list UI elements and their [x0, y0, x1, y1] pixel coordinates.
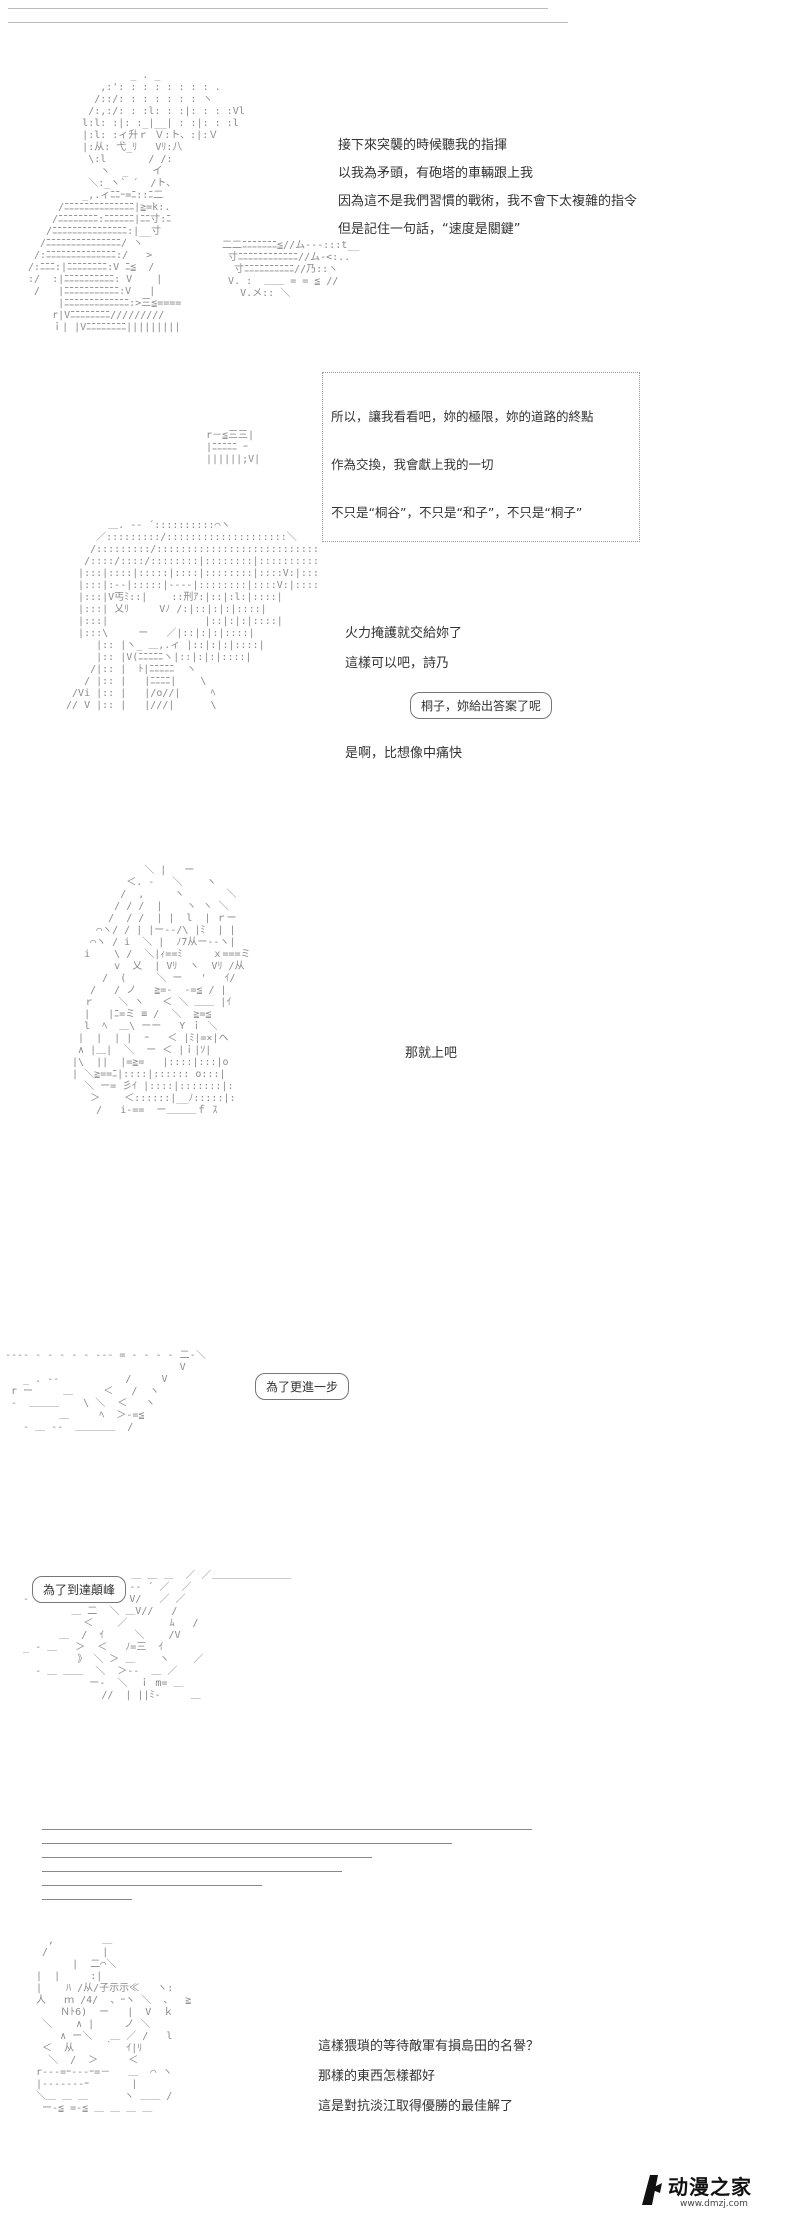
ascii-art-panel-4: -‐‐- ‐ ‐ - - - -‐‐ = - - - - 二-＼ V _ . -…	[5, 1350, 206, 1433]
panel1-box-line-2: 作為交換，我會獻上我的一切	[331, 457, 494, 472]
panel7-line-3: 這是對抗淡江取得優勝的最佳解了	[318, 2099, 514, 2114]
speed-line-2	[42, 1843, 452, 1844]
panel2-line-2: 這樣可以吧，詩乃	[345, 656, 450, 671]
panel1-narration-box: 所以，讓我看看吧，妳的極限，妳的道路的終點 作為交換，我會獻上我的一切 不只是“…	[322, 372, 640, 542]
site-watermark: 动漫之家 www.dmzj.com	[636, 2165, 786, 2217]
panel1-box-line-3: 不只是“桐谷”，不只是“和子”，不只是“桐子”	[331, 505, 583, 520]
ascii-art-panel-2: ＿. -‐ ´::::::::::⌒ヽ ／:::::::::/:::::::::…	[66, 520, 320, 711]
speed-line-3	[42, 1857, 372, 1858]
ascii-art-panel-5: ＿ ＿ ＿ ／ ／＿＿＿＿＿＿＿＿ ＿ -‐ ´ ／ ／ ‐ ‐ - 二 V/ …	[23, 1570, 292, 1701]
panel2-line-3: 是啊，比想像中痛快	[345, 746, 463, 761]
speed-line-6	[42, 1899, 132, 1900]
panel1-line-3: 因為這不是我們習慣的戰術，我不會下太複雜的指令	[338, 194, 638, 209]
panel5-speech-bubble: 為了到達顛峰	[32, 1576, 127, 1603]
speed-line-4	[42, 1871, 342, 1872]
ascii-art-panel-1: _ . _ ,:': : : : : : : : . /::/: : : : :…	[28, 70, 245, 333]
panel2-speech-bubble: 桐子，妳給出答案了呢	[410, 692, 553, 719]
speed-line-1	[42, 1829, 532, 1830]
watermark-logo-icon	[642, 2175, 662, 2205]
panel4-speech-bubble: 為了更進一步	[255, 1373, 350, 1400]
ascii-art-panel-1-arm: 二二ﾆﾆﾆﾆﾆﾆﾆ≦//ム---:::t__ 寸ﾆﾆﾆﾆﾆﾆﾆﾆﾆﾆﾆﾆ//ム-…	[222, 240, 360, 299]
ascii-art-panel-3: ＼ | ー ＜. - ＼ ヽ / , ヽ ＼ / / / | ヽ ヽ ＼ / /…	[72, 865, 251, 1116]
speed-line-5	[42, 1885, 262, 1886]
panel1-line-2: 以我為矛頭，有砲塔的車輛跟上我	[338, 166, 534, 181]
panel3-line: 那就上吧	[405, 1046, 458, 1061]
panel1-line-4: 但是記住一句話，“速度是關鍵”	[338, 222, 521, 237]
watermark-logo-text: 动漫之家	[668, 2175, 752, 2199]
panel7-line-1: 這樣猥瑣的等待敵軍有損島田的名譽？	[318, 2039, 540, 2054]
ascii-art-panel-1-base: r－≦三三| |ﾆﾆﾆﾆﾆ ｰ ||||||;V|	[206, 430, 261, 465]
watermark-url: www.dmzj.com	[680, 2199, 748, 2209]
top-rule-2	[8, 22, 568, 23]
panel1-line-1: 接下來突襲的時候聽我的指揮	[338, 138, 508, 153]
panel1-box-line-1: 所以，讓我看看吧，妳的極限，妳的道路的終點	[331, 409, 594, 424]
top-rule-1	[8, 8, 548, 9]
panel2-line-1: 火力掩護就交給妳了	[345, 626, 463, 641]
panel7-line-2: 那樣的東西怎樣都好	[318, 2069, 436, 2084]
ascii-art-panel-7: , ＿ / | | 二⌒＼ | | :| | ﾊ /从/子示示≪ ヽ: 人 ｍ …	[36, 1935, 192, 2114]
